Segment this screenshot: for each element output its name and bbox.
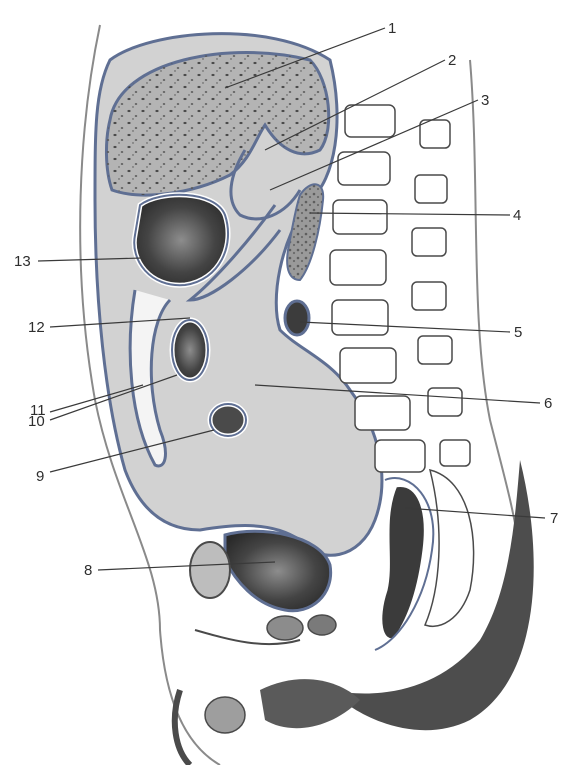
perineum-shadow xyxy=(260,679,360,728)
label-7: 7 xyxy=(550,510,558,527)
label-2: 2 xyxy=(448,52,456,69)
scrotum xyxy=(205,697,245,733)
penis xyxy=(175,690,190,765)
label-12: 12 xyxy=(28,319,45,336)
label-1: 1 xyxy=(388,20,396,37)
label-8: 8 xyxy=(84,562,92,579)
prostate xyxy=(267,616,303,640)
label-5: 5 xyxy=(514,324,522,341)
label-6: 6 xyxy=(544,395,552,412)
label-9: 9 xyxy=(36,468,44,485)
label-4: 4 xyxy=(513,207,521,224)
rectum xyxy=(380,484,426,640)
pubic-symphysis xyxy=(190,542,230,598)
seminal-vesicle xyxy=(308,615,336,635)
label-13: 13 xyxy=(14,253,31,270)
label-11: 11 xyxy=(30,402,46,419)
label-3: 3 xyxy=(481,92,489,109)
duodenum xyxy=(285,301,309,335)
